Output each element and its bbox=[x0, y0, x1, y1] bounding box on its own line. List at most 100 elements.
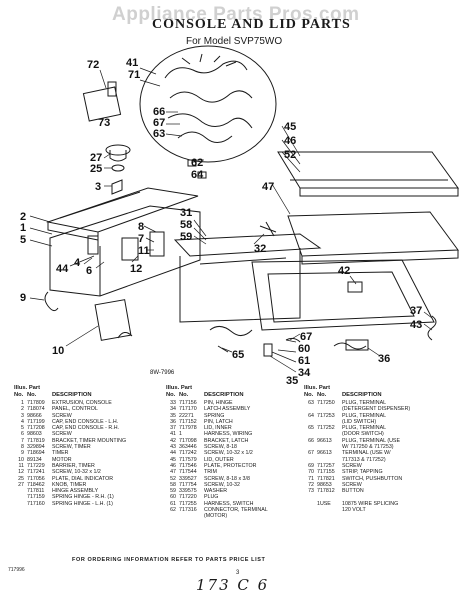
spring-37 bbox=[427, 315, 437, 341]
plate-protector bbox=[179, 248, 301, 323]
part-description: PLUG, TERMINAL bbox=[342, 425, 387, 432]
part-illus-number: 62 bbox=[170, 507, 176, 514]
part-number: 717544 bbox=[179, 469, 197, 476]
callout-label: 36 bbox=[378, 353, 390, 365]
screw-3 bbox=[111, 179, 123, 195]
lid-switch-harness bbox=[209, 326, 253, 336]
latch-42 bbox=[347, 281, 363, 293]
exploded-view-diagram: 72 41 71 66 67 63 62 64 27 25 3 2 1 5 9 … bbox=[20, 45, 459, 385]
part-description: HARNESS, WIRING bbox=[204, 431, 253, 438]
part-illus-number: 47 bbox=[170, 469, 176, 476]
part-number: 717220 bbox=[179, 494, 197, 501]
parts-row: (DETERGENT DISPENSER) bbox=[304, 406, 464, 412]
callout-label: 72 bbox=[87, 59, 99, 71]
spring-9 bbox=[44, 291, 59, 312]
part-number: 96613 bbox=[317, 450, 332, 457]
part-number: 717208 bbox=[27, 425, 45, 432]
callout-label: 9 bbox=[20, 292, 26, 304]
part-description: 120 VOLT bbox=[342, 507, 366, 514]
callout-label: 52 bbox=[284, 149, 296, 161]
callout-label: 47 bbox=[262, 181, 274, 193]
spring-hinge bbox=[117, 332, 133, 339]
callout-label: 1 bbox=[20, 222, 26, 234]
hinge-assembly bbox=[94, 299, 132, 341]
part-illus-number: 44 bbox=[170, 450, 176, 457]
callout-label: 8 bbox=[138, 221, 144, 233]
part-illus-number bbox=[304, 507, 317, 513]
knob-insert bbox=[111, 164, 125, 172]
part-illus-number: 46 bbox=[170, 462, 176, 469]
callout-label: 44 bbox=[56, 263, 69, 275]
model-subtitle: For Model SVP75WO bbox=[186, 36, 283, 47]
part-description: HARNESS, SWITCH bbox=[204, 500, 254, 507]
callout-label: 41 bbox=[126, 57, 138, 69]
callout-label: 62 bbox=[191, 157, 203, 169]
timer-knob-body bbox=[109, 150, 127, 162]
column-header-no: No. bbox=[179, 391, 189, 398]
part-description: CAP, END CONSOLE - R.H. bbox=[52, 425, 120, 432]
callout-label: 34 bbox=[298, 367, 311, 379]
part-description: SPRING bbox=[204, 412, 225, 419]
part-number bbox=[179, 513, 204, 519]
callout-label: 43 bbox=[410, 319, 422, 331]
part-number: 717316 bbox=[179, 507, 197, 514]
callout-label: 66 bbox=[153, 106, 165, 118]
part-description: STRIP, TAPPING bbox=[342, 469, 383, 476]
part-description: HINGE ASSEMBLY bbox=[52, 488, 99, 495]
parts-row: (LID SWITCH) bbox=[304, 419, 464, 425]
part-description: KNOB, TIMER bbox=[52, 481, 87, 488]
part-number: 717257 bbox=[317, 462, 335, 469]
part-illus-number: 42 bbox=[170, 437, 176, 444]
lid-hardware bbox=[285, 337, 301, 343]
part-description: LID, INNER bbox=[204, 425, 232, 432]
part-illus-number: 2 bbox=[21, 406, 24, 413]
lid-outer bbox=[287, 211, 459, 257]
part-illus-number: 5 bbox=[21, 425, 24, 432]
part-description: 717313 & 717252) bbox=[342, 456, 386, 463]
part-number: 717152 bbox=[179, 418, 197, 425]
part-description: (DOOR SWITCH) bbox=[342, 431, 384, 438]
part-illus-number: 6 bbox=[21, 431, 24, 438]
callout-label: 10 bbox=[52, 345, 64, 357]
callout-label: 4 bbox=[74, 257, 81, 269]
part-number: 717252 bbox=[317, 425, 335, 432]
part-number: 717809 bbox=[27, 400, 45, 406]
part-number: 717229 bbox=[27, 462, 45, 469]
harness-wire bbox=[167, 113, 253, 129]
part-illus-number: 10 bbox=[18, 456, 24, 463]
control-panel bbox=[49, 205, 201, 297]
part-description: WASHER bbox=[204, 488, 228, 495]
extrusion-console-slot bbox=[59, 191, 141, 219]
part-illus-number: 70 bbox=[308, 469, 314, 476]
timer-motor bbox=[149, 231, 165, 257]
part-description: PLUG bbox=[204, 494, 219, 501]
harness-wire bbox=[177, 131, 233, 143]
part-number: 717160 bbox=[27, 500, 45, 507]
part-number: 717978 bbox=[179, 425, 197, 432]
part-description: SCREW bbox=[52, 412, 72, 419]
part-number: 98653 bbox=[317, 481, 332, 488]
part-illus-number: 12 bbox=[18, 469, 24, 476]
part-description: PLATE, PROTECTOR bbox=[204, 462, 257, 469]
page-title: CONSOLE AND LID PARTS bbox=[152, 17, 351, 32]
part-illus-number: 69 bbox=[308, 462, 314, 469]
switch-clip bbox=[107, 81, 117, 97]
part-illus-number: 7 bbox=[21, 437, 24, 444]
part-number: 89134 bbox=[27, 456, 42, 463]
part-illus-number: 59 bbox=[170, 488, 176, 495]
